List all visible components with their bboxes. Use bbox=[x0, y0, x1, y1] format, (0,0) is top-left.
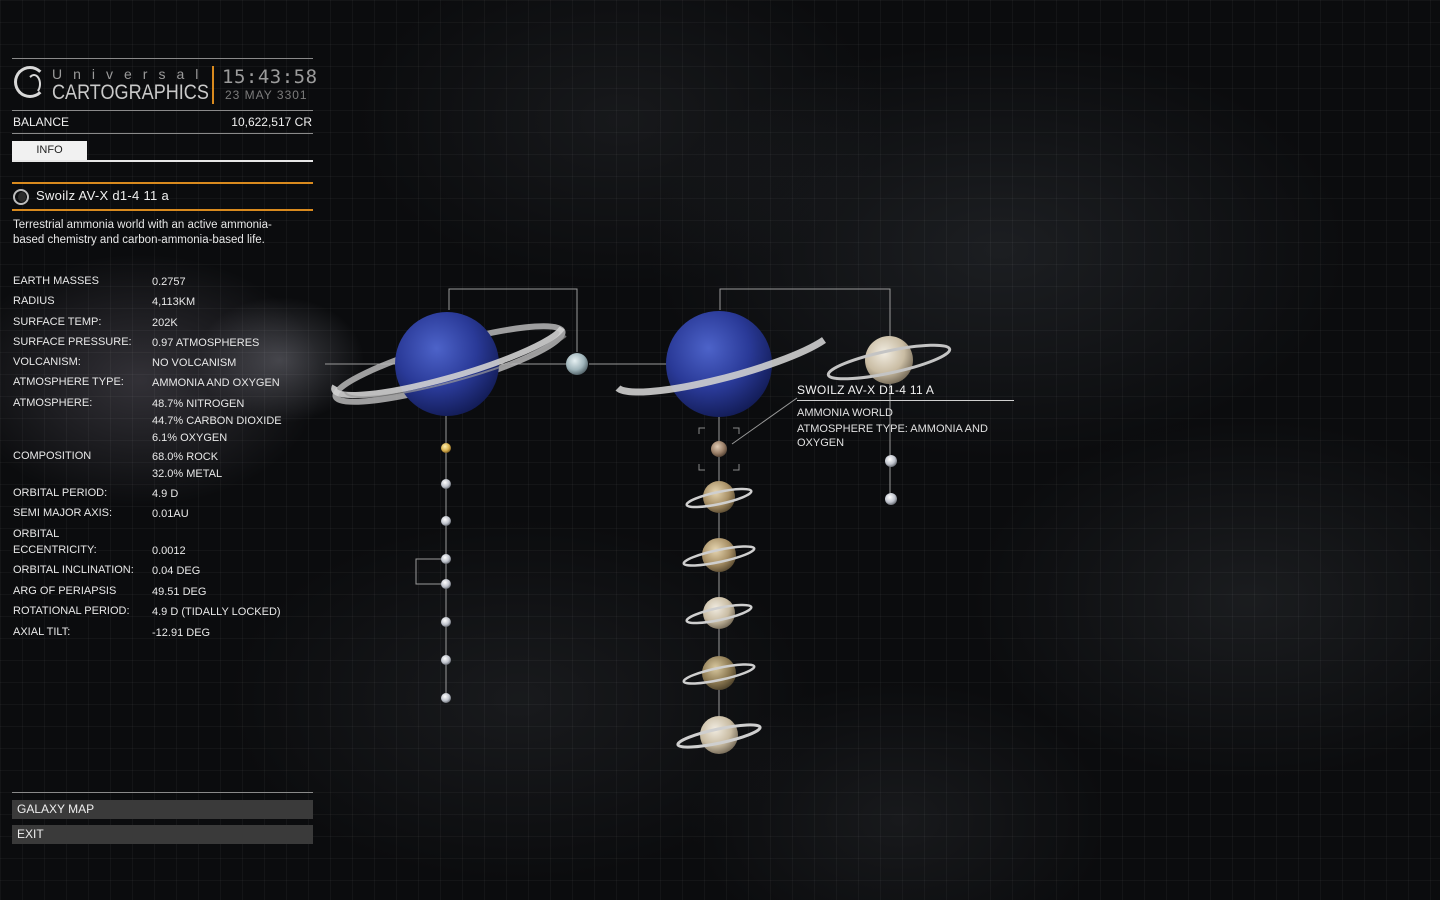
balance-rule bbox=[12, 133, 313, 134]
property-label: RADIUS bbox=[13, 295, 55, 307]
header-top-rule bbox=[12, 58, 313, 59]
property-value: -12.91 DEG bbox=[152, 627, 211, 639]
game-clock: 15:43:58 bbox=[222, 66, 318, 88]
property-label: ATMOSPHERE: bbox=[13, 397, 93, 409]
left-moons[interactable] bbox=[441, 443, 451, 703]
game-date: 23 MAY 3301 bbox=[225, 88, 308, 102]
property-label: SEMI MAJOR AXIS: bbox=[13, 507, 113, 519]
property-value: 4.9 D bbox=[152, 488, 179, 500]
property-value: 44.7% CARBON DIOXIDE bbox=[152, 414, 282, 427]
exit-button[interactable]: EXIT bbox=[12, 825, 313, 844]
galaxy-map-button[interactable]: GALAXY MAP bbox=[12, 800, 313, 819]
ringed-planet-beige[interactable] bbox=[826, 336, 952, 386]
property-label: ORBITAL bbox=[13, 528, 60, 540]
balance-value: 10,622,517 CR bbox=[231, 115, 312, 129]
property-value: 0.2757 bbox=[152, 276, 186, 288]
property-value: NO VOLCANISM bbox=[152, 357, 237, 369]
property-label: SURFACE TEMP: bbox=[13, 316, 102, 328]
cartographics-logo-icon bbox=[14, 66, 46, 98]
property-value: 202K bbox=[152, 317, 178, 329]
property-label: SURFACE PRESSURE: bbox=[13, 336, 132, 348]
selected-body-ammonia-world[interactable] bbox=[698, 427, 740, 471]
tooltip-rule bbox=[797, 400, 1014, 401]
planet-icon bbox=[13, 189, 29, 205]
gas-giant-2[interactable] bbox=[615, 311, 826, 417]
property-value: 4.9 D (TIDALLY LOCKED) bbox=[152, 606, 281, 618]
tab-underline bbox=[12, 160, 313, 162]
right-moons[interactable] bbox=[885, 455, 897, 505]
balance-label: BALANCE bbox=[13, 115, 70, 129]
brand-universal: Universal bbox=[52, 66, 210, 82]
property-label: AXIAL TILT: bbox=[13, 626, 71, 638]
property-value: 6.1% OXYGEN bbox=[152, 431, 228, 444]
property-label: ARG OF PERIAPSIS bbox=[13, 585, 117, 597]
body-description: Terrestrial ammonia world with an active… bbox=[13, 219, 272, 246]
brand-cartographics: CARTOGRAPHICS bbox=[52, 81, 209, 104]
body-title-top-rule bbox=[12, 182, 313, 184]
property-value: 0.01AU bbox=[152, 508, 189, 520]
brand-separator bbox=[212, 66, 214, 104]
property-value: AMMONIA AND OXYGEN bbox=[152, 377, 280, 389]
property-value: 68.0% ROCK bbox=[152, 451, 219, 463]
property-value: 0.0012 bbox=[152, 545, 186, 557]
nav-rule bbox=[12, 792, 313, 793]
body-name: Swoilz AV-X d1-4 11 a bbox=[36, 188, 169, 203]
tooltip-title: SWOILZ AV-X D1-4 11 A bbox=[797, 383, 935, 397]
property-label: ATMOSPHERE TYPE: bbox=[13, 376, 124, 388]
property-label: EARTH MASSES bbox=[13, 275, 99, 287]
center-ringed-moons[interactable] bbox=[676, 481, 762, 754]
property-value: 4,113KM bbox=[152, 296, 196, 308]
property-value: 0.04 DEG bbox=[152, 565, 201, 577]
header-bottom-rule bbox=[12, 110, 313, 111]
property-label: COMPOSITION bbox=[13, 450, 92, 462]
property-label: ORBITAL PERIOD: bbox=[13, 487, 108, 499]
property-value: 48.7% NITROGEN bbox=[152, 398, 245, 410]
tooltip-atmosphere: ATMOSPHERE TYPE: AMMONIA AND OXYGEN bbox=[797, 423, 988, 449]
body-title-bottom-rule bbox=[12, 209, 313, 211]
property-label: ROTATIONAL PERIOD: bbox=[13, 605, 130, 617]
property-value: 0.97 ATMOSPHERES bbox=[152, 337, 260, 349]
tooltip-body-type: AMMONIA WORLD bbox=[797, 407, 893, 419]
moon-teal[interactable] bbox=[566, 353, 588, 375]
property-value: 49.51 DEG bbox=[152, 586, 207, 598]
property-label: VOLCANISM: bbox=[13, 356, 81, 368]
tab-info[interactable]: INFO bbox=[12, 141, 87, 160]
gas-giant-1[interactable] bbox=[330, 312, 568, 416]
property-label: ECCENTRICITY: bbox=[13, 544, 97, 556]
property-label: ORBITAL INCLINATION: bbox=[13, 564, 134, 576]
property-value: 32.0% METAL bbox=[152, 467, 223, 480]
